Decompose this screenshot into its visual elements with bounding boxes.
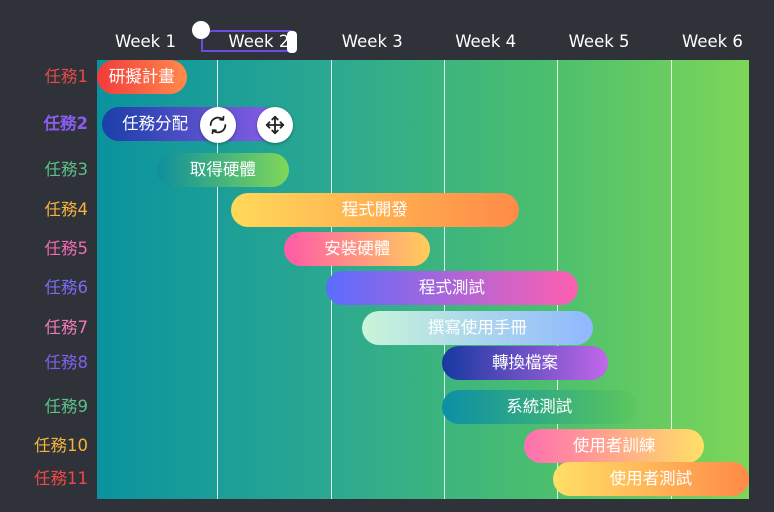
task-bar-label: 系統測試: [506, 397, 573, 416]
task-label: 任務5: [44, 239, 89, 258]
week-label: Week 3: [341, 32, 403, 51]
task-bar[interactable]: 撰寫使用手冊: [362, 311, 593, 345]
task-label: 任務6: [44, 278, 89, 297]
task-label: 任務3: [44, 160, 89, 179]
task-label: 任務7: [44, 318, 89, 337]
task-bar-label: 取得硬體: [189, 160, 256, 179]
task-bar[interactable]: 使用者測試: [552, 462, 749, 496]
task-bar[interactable]: 轉換檔案: [441, 346, 609, 380]
task-label: 任務2: [43, 114, 88, 133]
task-label: 任務4: [44, 200, 89, 219]
task-bar-label: 研擬計畫: [108, 67, 175, 86]
move-icon[interactable]: [257, 107, 293, 143]
task-bar-label: 程式開發: [341, 200, 408, 219]
task-bar[interactable]: 程式開發: [230, 193, 519, 227]
task-bar-label: 安裝硬體: [324, 239, 391, 258]
task-label: 任務11: [34, 469, 88, 488]
task-bar-label: 使用者訓練: [572, 436, 656, 455]
task-bar[interactable]: 取得硬體: [157, 153, 289, 187]
task-bar-label: 程式測試: [418, 278, 485, 297]
task-bar[interactable]: 系統測試: [441, 390, 637, 424]
task-bar-label: 轉換檔案: [492, 353, 559, 372]
selection-handle-left[interactable]: [192, 21, 210, 39]
grid-line: [670, 60, 672, 499]
rotate-icon[interactable]: [200, 107, 236, 143]
task-bar-label: 任務分配: [122, 114, 189, 133]
selection-handle-right[interactable]: [287, 31, 297, 53]
plot-area: 研擬計畫任務分配取得硬體程式開發安裝硬體程式測試撰寫使用手冊轉換檔案系統測試使用…: [97, 60, 749, 499]
week-label[interactable]: Week 2: [228, 32, 290, 51]
week-label: Week 6: [681, 32, 743, 51]
task-label: 任務9: [44, 397, 89, 416]
task-label: 任務1: [44, 67, 89, 86]
grid-line: [217, 60, 219, 499]
week-label: Week 1: [115, 32, 176, 51]
task-bar[interactable]: 安裝硬體: [284, 232, 431, 266]
week-selection-frame[interactable]: [201, 30, 292, 52]
task-bar[interactable]: 研擬計畫: [97, 60, 187, 94]
task-label: 任務10: [34, 436, 88, 455]
week-label: Week 4: [455, 32, 517, 51]
task-label: 任務8: [44, 353, 89, 372]
task-bar[interactable]: 程式測試: [326, 271, 578, 305]
task-bar-label: 使用者測試: [609, 469, 693, 488]
week-label: Week 5: [568, 32, 630, 51]
task-bar-label: 撰寫使用手冊: [427, 318, 527, 337]
task-bar[interactable]: 使用者訓練: [524, 429, 704, 463]
task-bar[interactable]: 任務分配: [101, 107, 281, 141]
